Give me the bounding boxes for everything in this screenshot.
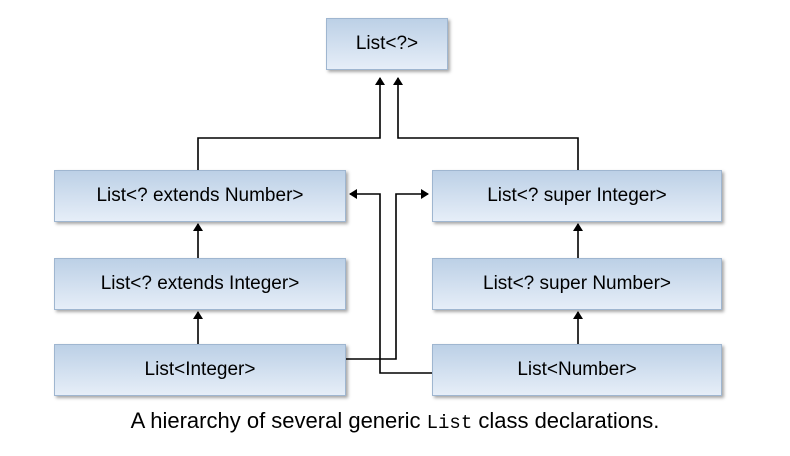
node-list-super-number: List<? super Number> — [432, 258, 722, 310]
node-list-extends-number: List<? extends Number> — [54, 170, 346, 222]
caption-text-after: class declarations. — [472, 408, 660, 433]
node-list-integer: List<Integer> — [54, 344, 346, 396]
edge-integer-to-super-integer — [346, 189, 429, 360]
node-list-extends-integer: List<? extends Integer> — [54, 258, 346, 310]
caption-code: List — [426, 412, 473, 434]
node-list-number: List<Number> — [432, 344, 722, 396]
edge-extends-number-to-root — [197, 77, 385, 170]
caption-text-before: A hierarchy of several generic — [130, 408, 427, 433]
edge-number-to-extends-number — [349, 189, 432, 374]
figure-caption: A hierarchy of several generic List clas… — [0, 408, 790, 434]
node-list-wildcard: List<?> — [326, 18, 448, 70]
edge-super-integer-to-root — [393, 77, 579, 170]
node-list-super-integer: List<? super Integer> — [432, 170, 722, 222]
